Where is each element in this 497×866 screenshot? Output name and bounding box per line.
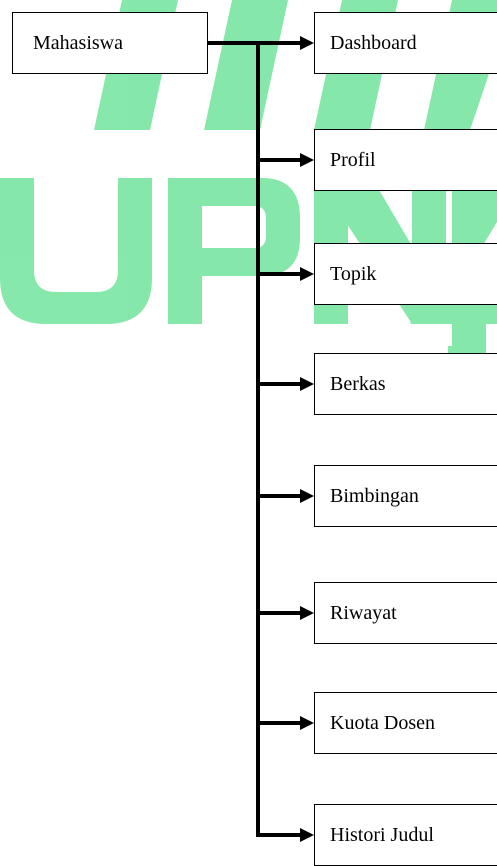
arrow-head-1 xyxy=(300,153,314,167)
node-kuota-dosen-label: Kuota Dosen xyxy=(330,711,435,734)
node-histori-judul: Histori Judul xyxy=(314,804,497,866)
node-profil: Profil xyxy=(314,129,497,191)
arrow-head-6 xyxy=(300,716,314,730)
arrow-head-5 xyxy=(300,606,314,620)
node-bimbingan-label: Bimbingan xyxy=(330,484,419,507)
node-bimbingan: Bimbingan xyxy=(314,465,497,527)
arrow-head-7 xyxy=(300,828,314,842)
arrow-head-3 xyxy=(300,377,314,391)
node-topik: Topik xyxy=(314,243,497,305)
node-topik-label: Topik xyxy=(330,262,377,285)
node-kuota-dosen: Kuota Dosen xyxy=(314,692,497,754)
node-mahasiswa-label: Mahasiswa xyxy=(33,31,123,54)
node-riwayat: Riwayat xyxy=(314,582,497,644)
node-dashboard-label: Dashboard xyxy=(330,31,417,54)
arrow-head-0 xyxy=(300,36,314,50)
node-berkas: Berkas xyxy=(314,353,497,415)
node-berkas-label: Berkas xyxy=(330,372,386,395)
node-histori-judul-label: Histori Judul xyxy=(330,823,434,846)
arrow-head-4 xyxy=(300,489,314,503)
node-profil-label: Profil xyxy=(330,148,376,171)
node-mahasiswa: Mahasiswa xyxy=(12,12,208,74)
node-dashboard: Dashboard xyxy=(314,12,497,74)
arrow-head-2 xyxy=(300,267,314,281)
node-riwayat-label: Riwayat xyxy=(330,601,397,624)
